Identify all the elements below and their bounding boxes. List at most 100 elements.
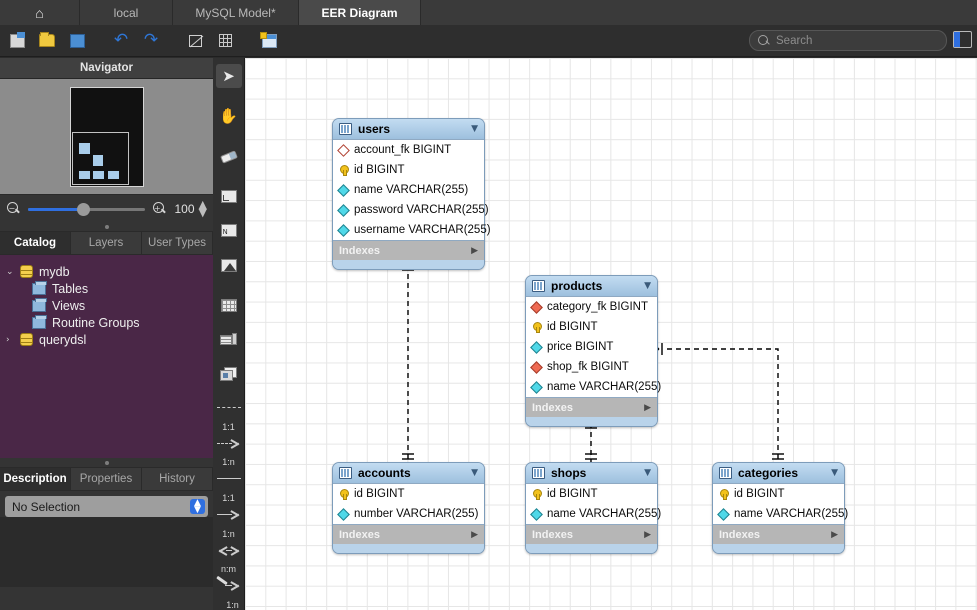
tree-item-routine-groups[interactable]: Routine Groups	[0, 314, 213, 331]
eer-diagram-canvas[interactable]: users ▼ account_fk BIGINT id BIGINT name…	[245, 58, 977, 610]
tool-rel-place-1-n[interactable]: 1:n	[215, 576, 243, 610]
lower-panel-resize-handle[interactable]	[0, 458, 213, 467]
zoom-in-icon[interactable]: +	[152, 201, 167, 216]
tree-item-tables[interactable]: Tables	[0, 280, 213, 297]
tab-eer-diagram[interactable]: EER Diagram	[299, 0, 421, 25]
chevron-right-icon[interactable]: ▶	[831, 529, 838, 540]
column-label: id BIGINT	[354, 488, 405, 500]
table-header[interactable]: shops ▼	[526, 463, 657, 483]
zoom-stepper[interactable]: ▲▼	[198, 197, 207, 219]
column-row[interactable]: id BIGINT	[333, 160, 484, 180]
chevron-down-icon[interactable]: ⌄	[6, 266, 14, 277]
table-users[interactable]: users ▼ account_fk BIGINT id BIGINT name…	[332, 118, 491, 270]
chevron-down-icon[interactable]: ▼	[644, 468, 651, 478]
tool-rel-1-1-identifying[interactable]: 1:1	[215, 400, 243, 432]
tool-note[interactable]: N	[216, 219, 242, 243]
tool-routine-group[interactable]	[216, 362, 242, 386]
table-header[interactable]: categories ▼	[713, 463, 844, 483]
navigator-minimap[interactable]	[0, 79, 213, 194]
tool-image[interactable]	[216, 253, 242, 277]
chevron-right-icon[interactable]: ›	[6, 334, 10, 345]
tab-properties[interactable]: Properties	[71, 468, 142, 490]
column-row[interactable]: name VARCHAR(255)	[526, 377, 661, 397]
indexes-section[interactable]: Indexes ▶	[526, 525, 657, 544]
search-input[interactable]	[776, 34, 938, 47]
tool-table[interactable]	[216, 293, 242, 317]
tab-mysql-model[interactable]: MySQL Model*	[173, 0, 299, 25]
tool-eraser[interactable]	[216, 144, 242, 168]
tab-catalog[interactable]: Catalog	[0, 232, 71, 254]
panel-resize-handle[interactable]	[0, 222, 213, 231]
tab-local[interactable]: local	[80, 0, 173, 25]
table-products[interactable]: products ▼ category_fk BIGINT id BIGINT …	[525, 275, 661, 427]
zoom-slider-knob[interactable]	[76, 202, 90, 216]
tree-item-querydsl[interactable]: › querydsl	[0, 331, 213, 348]
tab-layers[interactable]: Layers	[71, 232, 142, 254]
chevron-right-icon[interactable]: ▶	[644, 529, 651, 540]
tool-view[interactable]	[216, 328, 242, 352]
column-row[interactable]: account_fk BIGINT	[333, 140, 484, 160]
column-row[interactable]: password VARCHAR(255)	[333, 200, 489, 220]
toggle-grid-button[interactable]	[212, 30, 238, 52]
column-row[interactable]: price BIGINT	[526, 337, 657, 357]
column-row[interactable]: number VARCHAR(255)	[333, 504, 484, 524]
column-row[interactable]: name VARCHAR(255)	[713, 504, 848, 524]
zoom-out-icon[interactable]: −	[6, 201, 21, 216]
indexes-section[interactable]: Indexes ▶	[713, 525, 844, 544]
chevron-right-icon[interactable]: ▶	[644, 402, 651, 413]
tool-layer[interactable]	[216, 185, 242, 209]
stepper-icon[interactable]: ▲▼	[190, 498, 205, 514]
save-model-button[interactable]	[64, 30, 90, 52]
table-header[interactable]: users ▼	[333, 119, 484, 139]
open-model-button[interactable]	[34, 30, 60, 52]
indexes-section[interactable]: Indexes ▶	[333, 525, 484, 544]
column-row[interactable]: id BIGINT	[526, 317, 657, 337]
home-tab[interactable]: ⌂	[0, 0, 80, 25]
tool-rel-1-n-non-identifying[interactable]: 1:n	[215, 507, 243, 539]
column-label: shop_fk BIGINT	[547, 361, 629, 373]
table-header[interactable]: products ▼	[526, 276, 657, 296]
chevron-down-icon[interactable]: ▼	[644, 281, 651, 291]
tool-hand[interactable]: ✋	[216, 104, 242, 128]
undo-button[interactable]: ↶	[108, 30, 134, 52]
zoom-slider[interactable]	[28, 202, 145, 216]
main-toolbar: ↶ ↷	[0, 25, 977, 57]
tool-rel-1-1-non-identifying[interactable]: 1:1	[215, 471, 243, 503]
column-row[interactable]: name VARCHAR(255)	[526, 504, 661, 524]
search-box[interactable]	[749, 30, 947, 51]
tool-rel-1-n-identifying[interactable]: 1:n	[215, 436, 243, 467]
tab-description[interactable]: Description	[0, 468, 71, 490]
new-model-button[interactable]	[4, 30, 30, 52]
indexes-section[interactable]: Indexes ▶	[333, 241, 484, 260]
chevron-down-icon[interactable]: ▼	[471, 468, 478, 478]
column-row[interactable]: category_fk BIGINT	[526, 297, 657, 317]
chevron-down-icon[interactable]: ▼	[831, 468, 838, 478]
column-row[interactable]: name VARCHAR(255)	[333, 180, 484, 200]
table-accounts[interactable]: accounts ▼ id BIGINT number VARCHAR(255)…	[332, 462, 485, 554]
column-row[interactable]: id BIGINT	[526, 484, 657, 504]
chevron-right-icon[interactable]: ▶	[471, 245, 478, 256]
table-shops[interactable]: shops ▼ id BIGINT name VARCHAR(255) Inde…	[525, 462, 661, 554]
column-row[interactable]: id BIGINT	[333, 484, 484, 504]
table-header[interactable]: accounts ▼	[333, 463, 484, 483]
tab-user-types[interactable]: User Types	[142, 232, 213, 254]
tree-item-mydb[interactable]: ⌄ mydb	[0, 263, 213, 280]
column-row[interactable]: id BIGINT	[713, 484, 844, 504]
column-row[interactable]: shop_fk BIGINT	[526, 357, 657, 377]
minimap-viewport[interactable]	[71, 131, 129, 185]
indexes-section[interactable]: Indexes ▶	[526, 398, 657, 417]
column-label: name VARCHAR(255)	[547, 381, 662, 393]
redo-button[interactable]: ↷	[138, 30, 164, 52]
sidebar-toggle-icon[interactable]	[953, 31, 972, 48]
table-categories[interactable]: categories ▼ id BIGINT name VARCHAR(255)…	[712, 462, 848, 554]
new-note-button[interactable]	[256, 30, 282, 52]
tab-history[interactable]: History	[142, 468, 213, 490]
selection-dropdown[interactable]: No Selection ▲▼	[5, 496, 208, 517]
chevron-down-icon[interactable]: ▼	[471, 124, 478, 134]
toggle-snap-button[interactable]	[182, 30, 208, 52]
tool-pointer[interactable]: ➤	[215, 64, 242, 89]
tool-rel-n-m[interactable]: n:m	[215, 543, 243, 574]
chevron-right-icon[interactable]: ▶	[471, 529, 478, 540]
tree-item-views[interactable]: Views	[0, 297, 213, 314]
column-row[interactable]: username VARCHAR(255)	[333, 220, 491, 240]
